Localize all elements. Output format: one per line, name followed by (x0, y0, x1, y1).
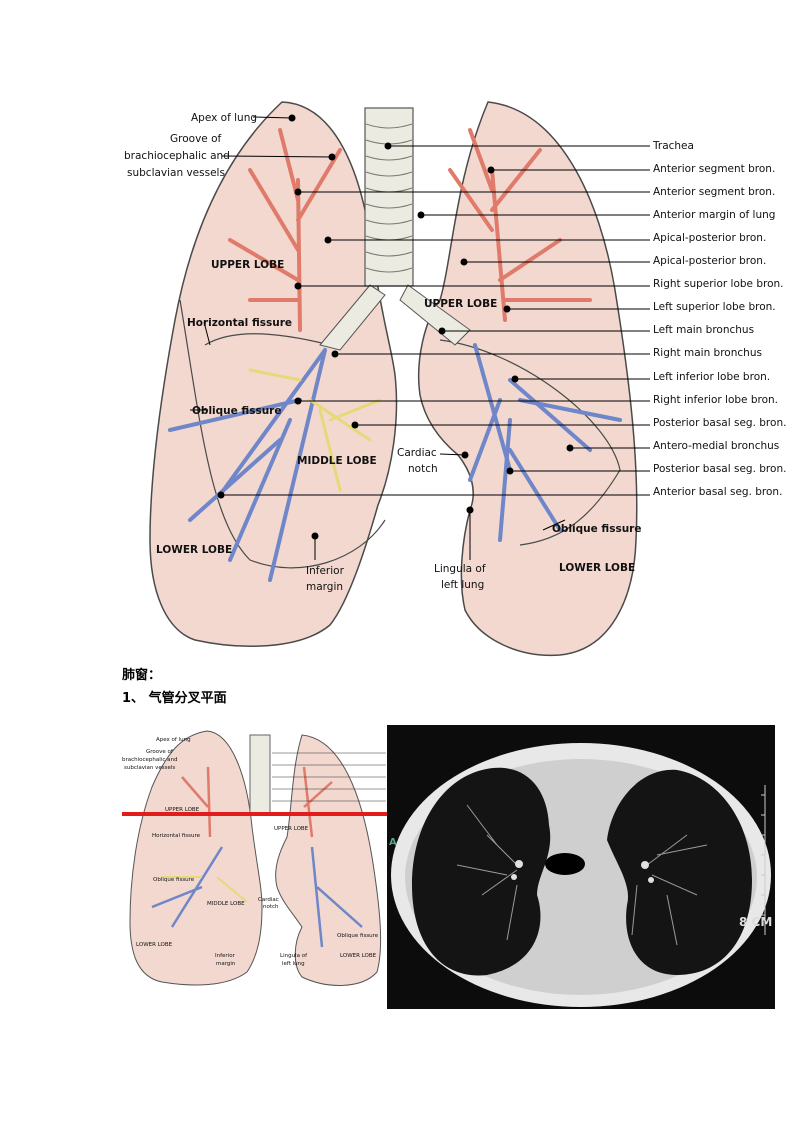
thumb-label-inferior-2: margin (216, 961, 236, 967)
thumb-label-upper-lobe-left: UPPER LOBE (274, 826, 309, 832)
label-anterior-segment-bron-2: Anterior segment bron. (653, 186, 775, 198)
thumb-label-lingula-1: Lingula of (280, 953, 308, 959)
label-left-upper-lobe: UPPER LOBE (424, 298, 497, 310)
middle-bronchi-tree (248, 368, 382, 492)
label-inferior-margin-2: margin (306, 581, 343, 593)
label-right-upper-lobe: UPPER LOBE (211, 259, 284, 271)
thumb-label-apex: Apex of lung (156, 737, 191, 743)
label-left-inferior-lobe-bron: Left inferior lobe bron. (653, 371, 770, 383)
thumb-label-lingula-2: left lung (282, 961, 305, 967)
label-groove-line3: subclavian vessels (127, 167, 225, 179)
thumb-label-cardiac-2: notch (263, 904, 279, 910)
label-oblique-fissure-left: Oblique fissure (552, 523, 641, 535)
label-posterior-basal-seg-bron-2: Posterior basal seg. bron. (653, 463, 786, 475)
section-title: 肺窗： (122, 668, 162, 683)
lower-bronchi-tree (168, 343, 622, 582)
right-main-bronchus-shape (319, 284, 386, 351)
thumb-label-lower-lobe-right: LOWER LOBE (136, 942, 173, 948)
horizontal-fissure-line (204, 333, 331, 346)
thumb-label-upper-lobe-right: UPPER LOBE (165, 807, 200, 813)
label-antero-medial-bronchus: Antero-medial bronchus (653, 440, 779, 452)
label-right-inferior-lobe-bron: Right inferior lobe bron. (653, 394, 778, 406)
label-posterior-basal-seg-bron-1: Posterior basal seg. bron. (653, 417, 786, 429)
ct-side-marker: A (389, 837, 397, 848)
label-inferior-margin-1: Inferior (306, 565, 345, 577)
label-middle-lobe: MIDDLE LOBE (297, 455, 377, 467)
thumb-label-oblique-fissure-left: Oblique fissure (337, 933, 379, 939)
carina-level-marker-line (122, 812, 387, 816)
thumb-label-groove-3: subclavian vessels (124, 765, 175, 771)
upper-bronchi-tree (228, 128, 592, 332)
label-trachea: Trachea (652, 140, 694, 152)
label-apex-of-lung: Apex of lung (191, 112, 257, 124)
lung-diagram-thumbnail: Apex of lung Groove of brachiocephalic a… (122, 730, 386, 986)
label-lower-lobe-right: LOWER LOBE (156, 544, 232, 556)
trachea-shape (364, 107, 414, 287)
thumb-label-inferior-1: Inferior (215, 953, 236, 959)
ct-scan-graphic (391, 743, 771, 1007)
thumb-label-middle-lobe: MIDDLE LOBE (207, 901, 245, 907)
ct-scale-label: 8 CM (739, 915, 773, 929)
label-anterior-segment-bron-1: Anterior segment bron. (653, 163, 775, 175)
section-subtitle: 1、 气管分叉平面 (122, 691, 227, 706)
label-oblique-fissure-right: Oblique fissure (192, 405, 281, 417)
leader-lines (190, 116, 650, 560)
label-lingula-2: left lung (441, 579, 484, 591)
ct-scan-image: A 8 CM (387, 725, 775, 1009)
thumb-label-cardiac-1: Cardiac (258, 897, 279, 903)
label-groove-line1: Groove of (170, 133, 222, 145)
label-apical-posterior-bron-2: Apical-posterior bron. (653, 255, 766, 267)
label-cardiac-notch-2: notch (408, 463, 438, 475)
label-horizontal-fissure: Horizontal fissure (187, 317, 292, 329)
label-groove-line2: brachiocephalic and (124, 150, 230, 162)
lung-anatomy-diagram: Apex of lung Groove of brachiocephalic a… (124, 101, 786, 657)
thumb-label-horizontal-fissure: Horizontal fissure (152, 833, 201, 839)
oblique-fissure-right-line (179, 299, 386, 569)
left-main-bronchus-shape (399, 284, 471, 346)
oblique-fissure-left-line (439, 339, 621, 546)
thumb-label-oblique-fissure-right: Oblique fissure (153, 877, 195, 883)
thumb-label-groove-1: Groove of (146, 749, 174, 755)
label-anterior-margin-of-lung: Anterior margin of lung (653, 209, 775, 221)
label-apical-posterior-bron-1: Apical-posterior bron. (653, 232, 766, 244)
label-left-main-bronchus: Left main bronchus (653, 324, 754, 336)
thumb-label-lower-lobe-left: LOWER LOBE (340, 953, 377, 959)
label-anterior-basal-seg-bron: Anterior basal seg. bron. (653, 486, 782, 498)
thumb-label-groove-2: brachiocephalic and (122, 757, 177, 763)
label-left-superior-lobe-bron: Left superior lobe bron. (653, 301, 776, 313)
label-lingula-1: Lingula of (434, 563, 486, 575)
label-right-main-bronchus: Right main bronchus (653, 347, 762, 359)
label-lower-lobe-left: LOWER LOBE (559, 562, 635, 574)
label-cardiac-notch-1: Cardiac (397, 447, 437, 459)
label-right-superior-lobe-bron: Right superior lobe bron. (653, 278, 784, 290)
